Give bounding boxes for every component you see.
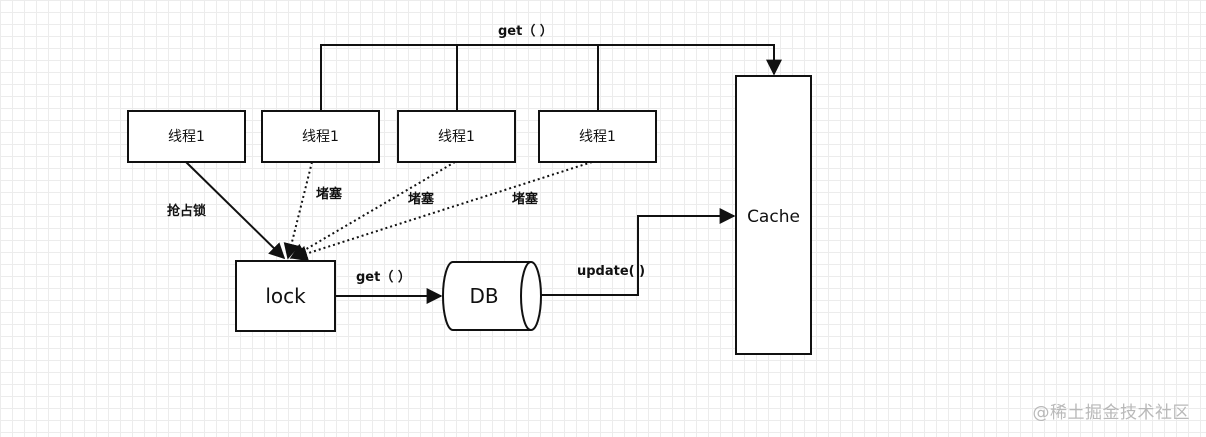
node-label-thread-1: 线程1 <box>168 129 205 145</box>
edge-label-thread-1-to-lock: 抢占锁 <box>167 203 206 219</box>
edge-label-db-to-cache: update( ) <box>577 264 645 279</box>
node-thread-2: 线程1 <box>261 110 380 163</box>
edge-threads-to-cache: get（ ） <box>320 23 782 110</box>
edge-thread-4-to-lock: 堵塞 <box>291 161 593 262</box>
edge-thread-3-to-lock: 堵塞 <box>289 161 456 259</box>
watermark-text: @稀土掘金技术社区 <box>1032 403 1190 423</box>
edge-lock-to-db: get（ ） <box>336 269 443 304</box>
node-label-thread-2: 线程1 <box>302 129 339 145</box>
edge-label-lock-to-db: get（ ） <box>356 269 411 285</box>
node-label-lock: lock <box>265 284 306 308</box>
node-label-thread-3: 线程1 <box>438 129 475 145</box>
edge-thread-1-to-lock: 抢占锁 <box>167 161 286 260</box>
edge-label-thread-3-to-lock: 堵塞 <box>408 191 435 207</box>
node-lock: lock <box>235 260 336 332</box>
node-thread-1: 线程1 <box>127 110 246 163</box>
node-label-thread-4: 线程1 <box>579 129 616 145</box>
node-cache: Cache <box>735 75 812 355</box>
edge-label-thread-4-to-lock: 堵塞 <box>512 191 539 207</box>
edge-thread-2-to-lock: 堵塞 <box>283 161 343 260</box>
edge-label-threads-to-cache: get（ ） <box>498 23 553 39</box>
node-thread-3: 线程1 <box>397 110 516 163</box>
edge-db-to-cache: update( ) <box>541 208 736 296</box>
edge-label-thread-2-to-lock: 堵塞 <box>316 186 343 202</box>
node-thread-4: 线程1 <box>538 110 657 163</box>
node-label-db: DB <box>469 284 498 308</box>
node-label-cache: Cache <box>747 207 800 227</box>
node-db: DB <box>442 261 542 331</box>
